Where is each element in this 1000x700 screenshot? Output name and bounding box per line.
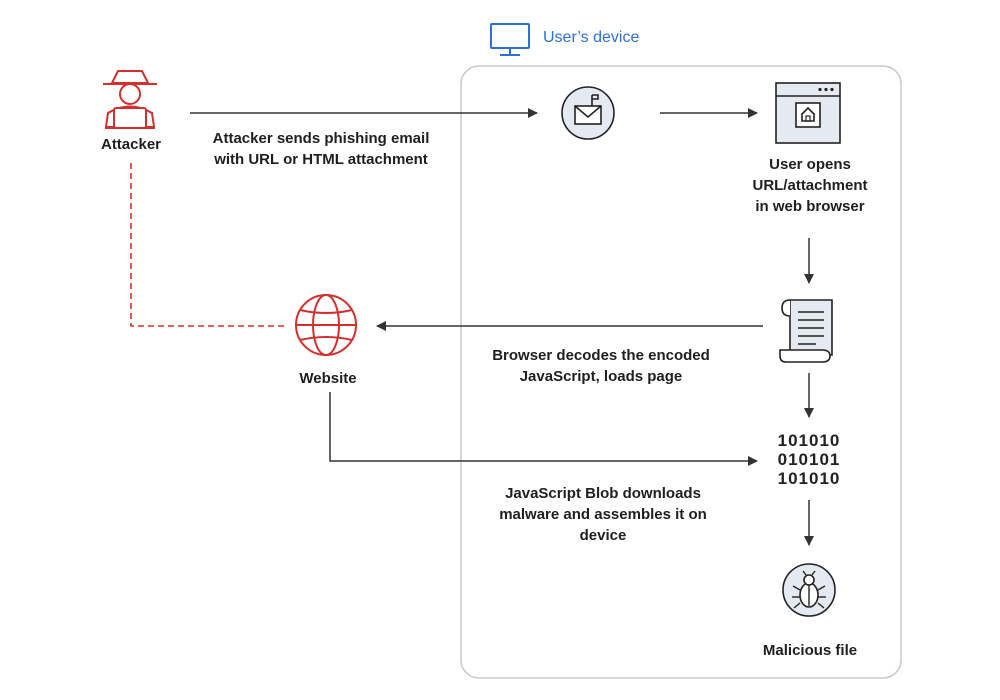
script-scroll-icon bbox=[779, 299, 833, 363]
browser-icon bbox=[775, 82, 841, 144]
browser-line-1: User opens bbox=[769, 156, 851, 173]
email-icon bbox=[561, 86, 615, 140]
phishing-line-2: with URL or HTML attachment bbox=[214, 151, 428, 168]
blob-line-3: device bbox=[579, 527, 627, 544]
browser-label: User opens URL/attachment in web browser bbox=[735, 154, 885, 217]
attacker-website-link bbox=[130, 163, 286, 327]
attacker-label: Attacker bbox=[100, 136, 162, 153]
binary-row-1: 101010 bbox=[778, 431, 841, 450]
blob-line-2: malware and assembles it on bbox=[499, 506, 707, 523]
blob-edge-label: JavaScript Blob downloads malware and as… bbox=[478, 483, 728, 546]
binary-row-2: 010101 bbox=[778, 450, 841, 469]
device-title: User’s device bbox=[543, 29, 640, 46]
blob-line-1: JavaScript Blob downloads bbox=[505, 485, 701, 502]
website-globe-icon bbox=[295, 294, 357, 356]
arrow-blob bbox=[329, 392, 758, 466]
decode-line-1: Browser decodes the encoded bbox=[492, 347, 710, 364]
device-container bbox=[460, 65, 902, 679]
phishing-line-1: Attacker sends phishing email bbox=[212, 130, 430, 147]
monitor-icon bbox=[490, 23, 530, 56]
bug-icon bbox=[782, 563, 836, 617]
browser-line-3: in web browser bbox=[755, 198, 865, 215]
phishing-edge-label: Attacker sends phishing email with URL o… bbox=[190, 128, 452, 170]
attacker-icon bbox=[103, 70, 157, 129]
binary-row-3: 101010 bbox=[778, 469, 841, 488]
malicious-file-label: Malicious file bbox=[762, 642, 858, 659]
website-label: Website bbox=[299, 370, 357, 387]
decode-line-2: JavaScript, loads page bbox=[519, 368, 683, 385]
decode-edge-label: Browser decodes the encoded JavaScript, … bbox=[470, 345, 732, 387]
browser-line-2: URL/attachment bbox=[752, 177, 868, 194]
